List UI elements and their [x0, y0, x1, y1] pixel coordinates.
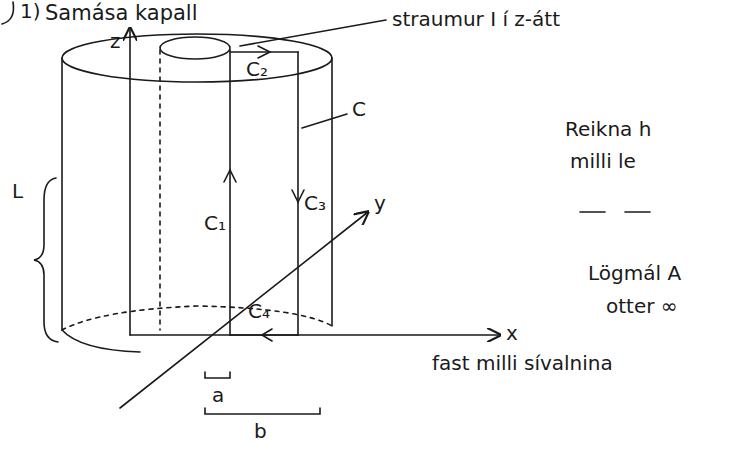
contour-segment: C₂ [246, 58, 268, 80]
note-text: milli le [570, 150, 636, 172]
dash-mark [580, 211, 605, 213]
contour-segment: C₄ [248, 300, 270, 322]
number-circle [2, 2, 14, 24]
radius-label: a [212, 384, 224, 406]
leader-line [240, 20, 386, 46]
note-text: otter ∞ [606, 295, 677, 317]
dimension-a [205, 372, 230, 378]
contour-segment: C₃ [304, 192, 326, 214]
dash-mark [625, 211, 650, 213]
y-axis [120, 212, 368, 408]
note-text: Reikna h [565, 118, 651, 140]
contour-c2 [230, 51, 298, 53]
outer-bottom [62, 330, 140, 352]
inner-side [229, 50, 231, 335]
length-brace [34, 178, 58, 342]
arrow-c4 [262, 329, 272, 341]
axis-label: x [506, 322, 518, 344]
leader-line [302, 114, 347, 128]
arrow-c3 [292, 190, 304, 202]
outer-side [61, 58, 63, 330]
inner-side-hidden [159, 50, 161, 330]
current-note: straumur I í z-átt [392, 8, 560, 30]
inner-top [160, 37, 230, 59]
contour-segment: C₁ [204, 212, 226, 234]
x-axis [130, 334, 500, 336]
note-text: Lögmál A [588, 262, 681, 284]
note-text: fast milli sívalnina [432, 352, 613, 374]
title: Samása kapall [45, 2, 198, 25]
length-label: L [12, 180, 23, 202]
outer-bottom-hidden [62, 306, 332, 330]
z-axis [129, 28, 131, 335]
dimension-b [205, 408, 320, 414]
arrow-c1 [224, 170, 236, 182]
radius-label: b [254, 420, 267, 442]
axis-label: z [110, 30, 121, 52]
contour-c3 [297, 52, 299, 335]
outer-top [62, 34, 332, 82]
outer-side [331, 58, 333, 326]
axis-label: y [374, 192, 386, 214]
arrow-c2 [258, 46, 270, 58]
problem-number: 1) [20, 0, 41, 22]
contour-label: C [352, 98, 366, 120]
